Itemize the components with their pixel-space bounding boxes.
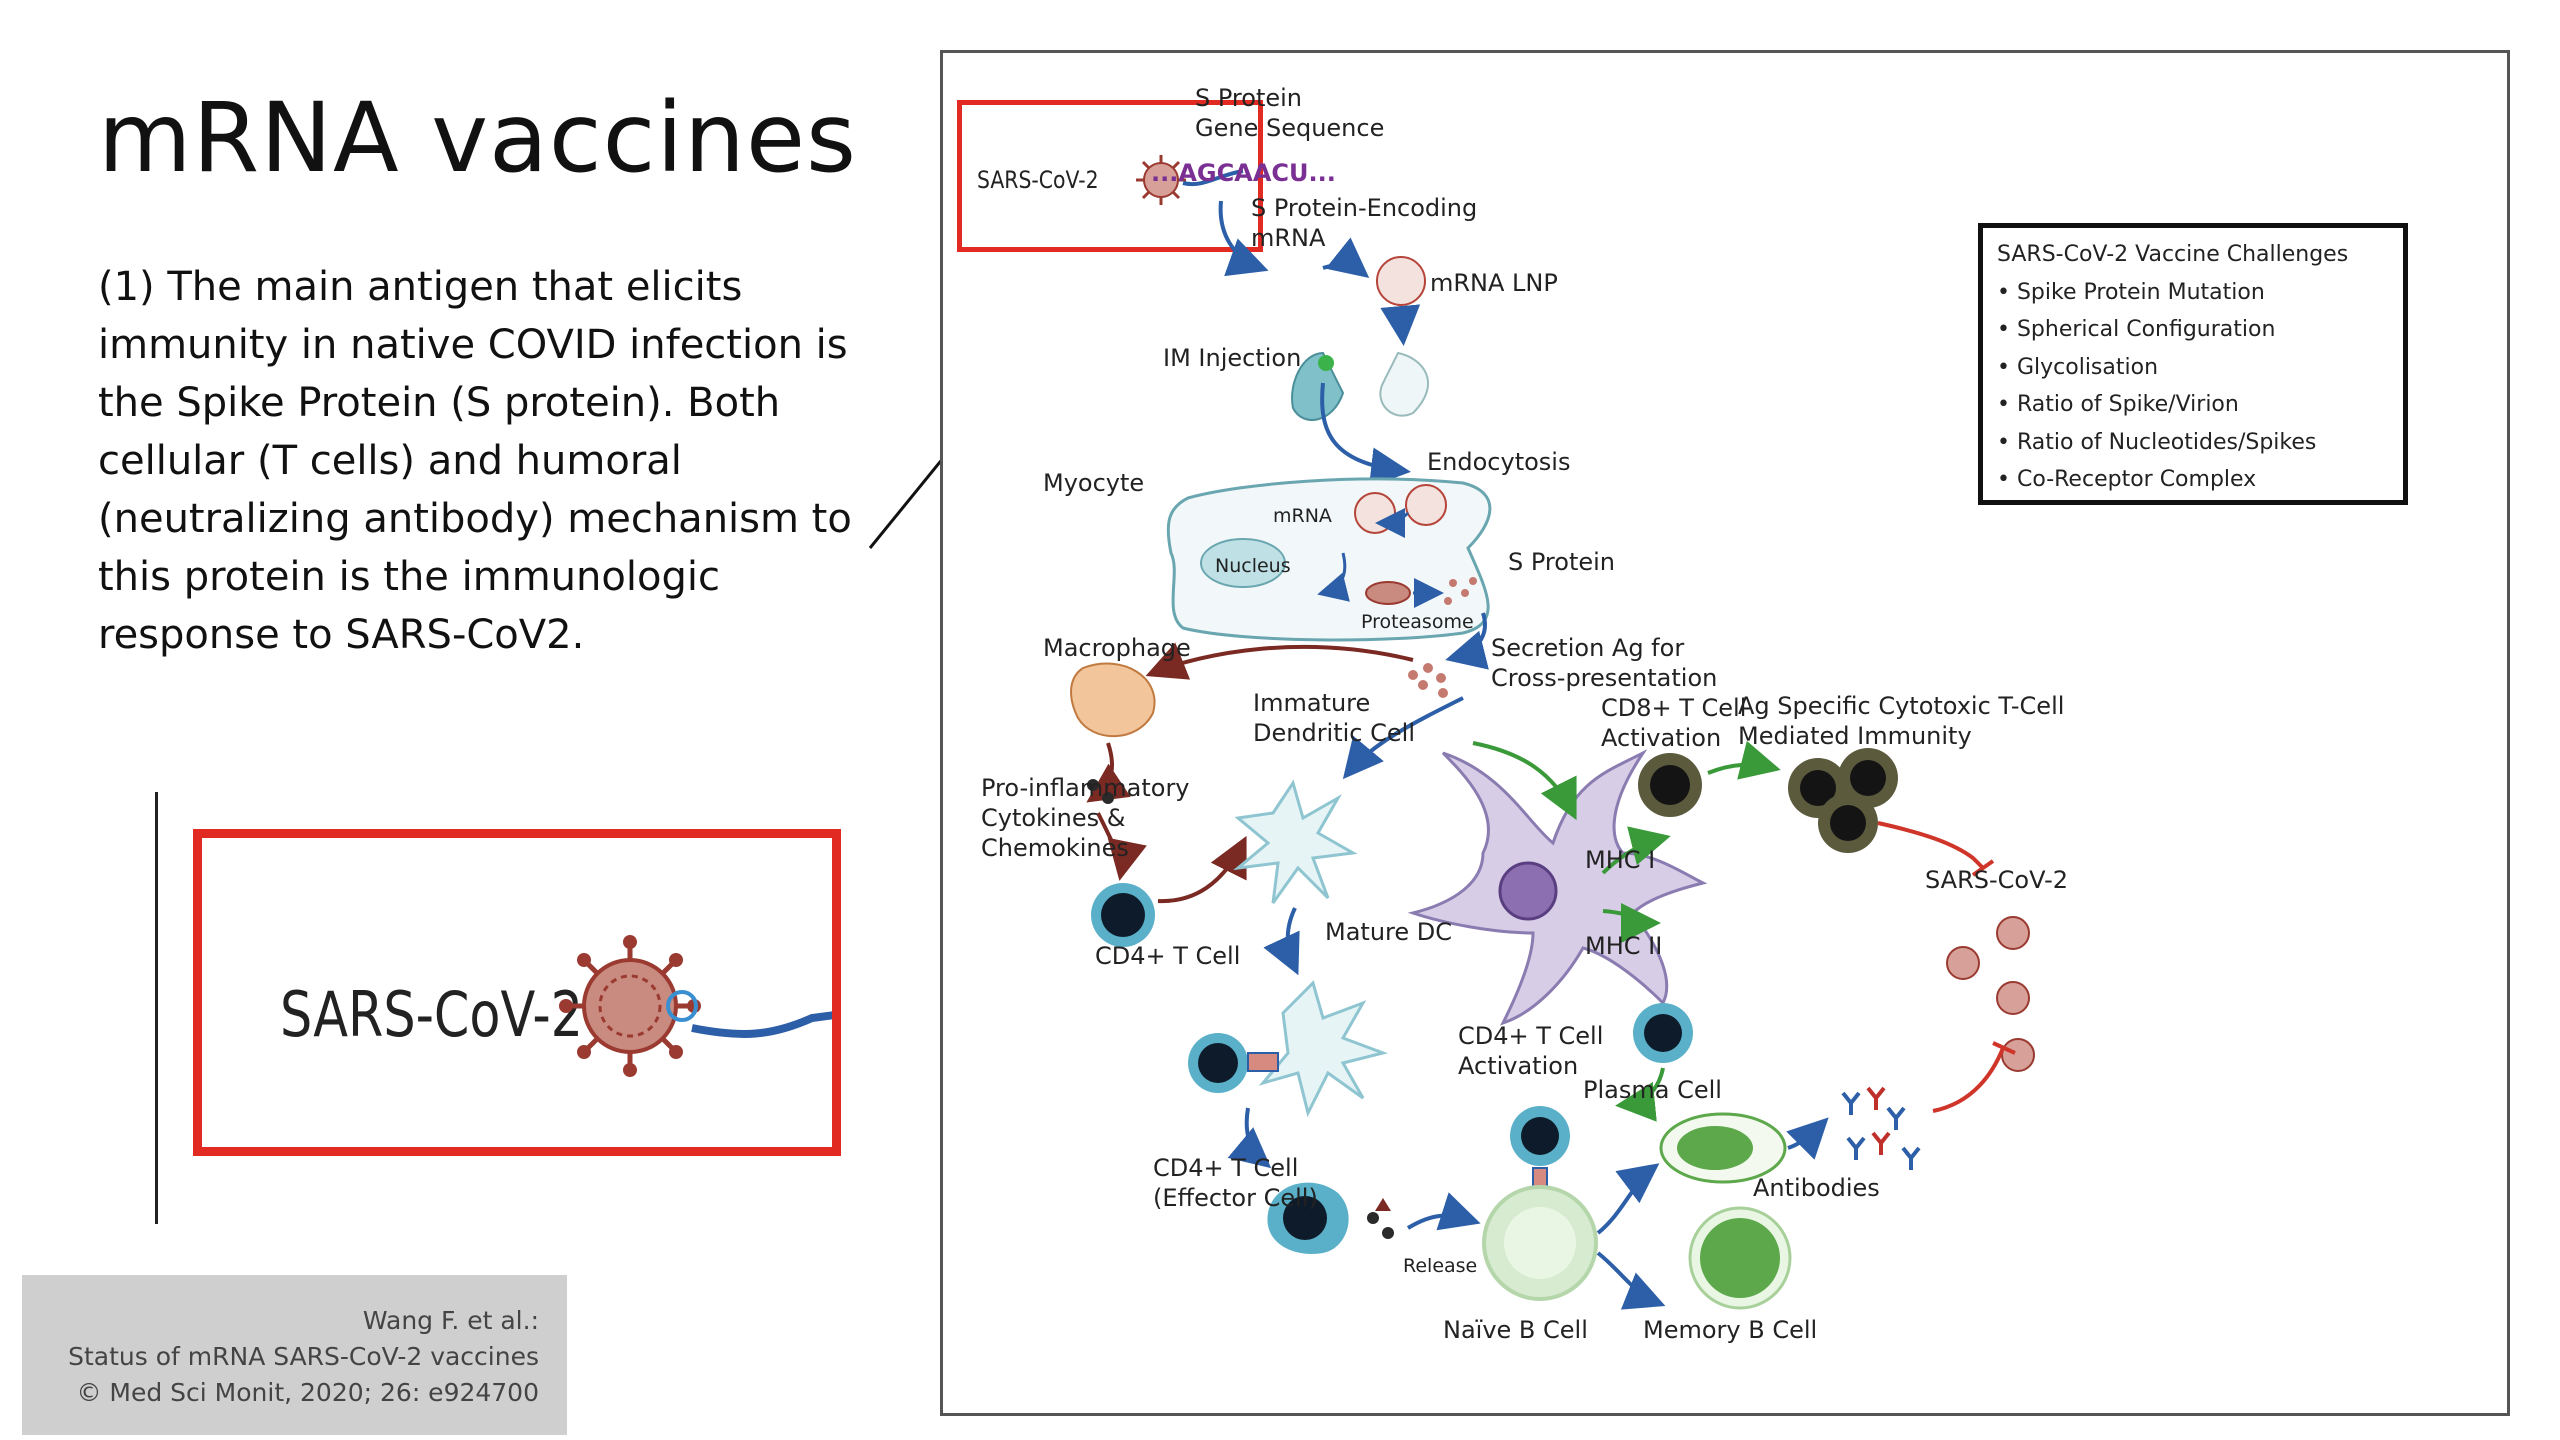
immature-dc-label-2: Dendritic Cell	[1253, 719, 1415, 747]
im-injection-label: IM Injection	[1163, 344, 1302, 372]
sars-label-right: SARS-CoV-2	[1925, 866, 2069, 894]
body-line: the Spike Protein (S protein). Both	[98, 380, 781, 426]
nucleus-label: Nucleus	[1215, 555, 1291, 577]
immature-dc-icon	[1233, 779, 1358, 904]
s-protein-gene-label-2: Gene Sequence	[1195, 114, 1385, 142]
antibodies-label: Antibodies	[1753, 1174, 1880, 1202]
challenge-item: • Ratio of Spike/Virion	[1997, 392, 2239, 417]
endocytosis-label: Endocytosis	[1427, 448, 1571, 476]
cd8-activation-label-1: CD8+ T Cell	[1601, 694, 1747, 722]
body-line: cellular (T cells) and humoral	[98, 438, 682, 484]
citation-box: Wang F. et al.: Status of mRNA SARS-CoV-…	[22, 1275, 567, 1435]
slide-title: mRNA vaccines	[98, 82, 858, 194]
nucleus-shape	[1200, 538, 1286, 588]
pro-inflammatory-label-2: Cytokines &	[981, 804, 1126, 832]
s-protein-mrna-label-2: mRNA	[1251, 224, 1326, 252]
mrna-vaccine-figure: SARS-CoV-2 S Protein Gene Sequence ...AG…	[940, 50, 2510, 1416]
cd4-t-cell-label: CD4+ T Cell	[1095, 942, 1241, 970]
pro-inflammatory-label-3: Chemokines	[981, 834, 1129, 862]
cd4-effector-label-1: CD4+ T Cell	[1153, 1154, 1299, 1182]
s-protein-gene-label-1: S Protein	[1195, 84, 1302, 112]
vaccine-challenges-box: SARS-CoV-2 Vaccine Challenges • Spike Pr…	[1978, 223, 2408, 505]
macrophage-cell	[1070, 662, 1156, 738]
myocyte-cell	[1166, 477, 1492, 642]
sars-cov2-virions	[1946, 916, 2035, 1072]
slide-body: (1) The main antigen that elicits immuni…	[98, 258, 878, 664]
naive-b-cell-icon	[1482, 1185, 1598, 1301]
mrna-small-label: mRNA	[1273, 505, 1332, 527]
body-line: (neutralizing antibody) mechanism to	[98, 496, 852, 542]
challenge-item: • Spherical Configuration	[1997, 317, 2276, 342]
body-line: (1) The main antigen that elicits	[98, 264, 743, 310]
proteasome-shape	[1365, 581, 1411, 605]
ag-specific-label-2: Mediated Immunity	[1738, 722, 1972, 750]
lnp-icon	[1376, 256, 1426, 306]
syringe-hand-icon	[1379, 351, 1429, 417]
highlight-box	[957, 100, 1263, 252]
cytotoxic-t-cells-icon	[1788, 748, 1898, 853]
s-protein-mrna-label-1: S Protein-Encoding	[1251, 194, 1478, 222]
s-protein-label: S Protein	[1508, 548, 1615, 576]
challenges-title: SARS-CoV-2 Vaccine Challenges	[1997, 242, 2349, 267]
body-line: this protein is the immunologic	[98, 554, 720, 600]
mature-dc-label: Mature DC	[1325, 918, 1453, 946]
challenge-item: • Co-Receptor Complex	[1997, 467, 2257, 492]
challenge-item: • Spike Protein Mutation	[1997, 279, 2265, 305]
pro-inflammatory-label-1: Pro-inflammatory	[981, 774, 1190, 802]
citation-line: Status of mRNA SARS-CoV-2 vaccines	[68, 1342, 539, 1371]
secretion-label-1: Secretion Ag for	[1491, 634, 1685, 662]
mhc1-label: MHC I	[1585, 846, 1656, 874]
mature-dc-icon	[1258, 980, 1389, 1118]
cd4-activation-label-1: CD4+ T Cell	[1458, 1022, 1604, 1050]
cd4-t-cell-icon	[1091, 883, 1155, 947]
plasma-cell-icon	[1659, 1112, 1787, 1184]
proteasome-label: Proteasome	[1361, 611, 1474, 633]
cd8-t-cell-icon	[1638, 753, 1702, 817]
plasma-cell-label: Plasma Cell	[1583, 1076, 1722, 1104]
antibodies-icon	[1841, 1091, 1921, 1170]
body-line: response to SARS-CoV2.	[98, 612, 585, 658]
challenge-item: • Glycolisation	[1997, 354, 2159, 380]
effector-cd4-icon	[1267, 1182, 1349, 1254]
challenge-item: • Ratio of Nucleotides/Spikes	[1997, 429, 2317, 455]
macrophage-label: Macrophage	[1043, 634, 1191, 662]
cd8-activation-label-2: Activation	[1601, 724, 1722, 752]
mhc2-label: MHC II	[1585, 932, 1663, 960]
naive-b-cell-label: Naïve B Cell	[1443, 1316, 1588, 1344]
myocyte-label: Myocyte	[1043, 469, 1145, 497]
memory-b-cell-label: Memory B Cell	[1643, 1316, 1818, 1344]
immature-dc-label-1: Immature	[1253, 689, 1371, 717]
zoomed-sars-cov2-box: SARS-CoV-2	[193, 829, 841, 1156]
zoom-virus-icon	[559, 935, 832, 1077]
release-label: Release	[1403, 1255, 1478, 1277]
zoom-divider	[155, 792, 158, 1224]
ag-specific-label-1: Ag Specific Cytotoxic T-Cell	[1738, 692, 2065, 720]
cd4-effector-label-2: (Effector Cell)	[1153, 1184, 1318, 1212]
virus-icon	[1136, 155, 1186, 205]
citation-line: © Med Sci Monit, 2020; 26: e924700	[76, 1378, 539, 1407]
citation-line: Wang F. et al.:	[362, 1306, 539, 1335]
mrna-sequence: ...AGCAACU...	[1151, 159, 1336, 187]
figure-graphics	[1070, 155, 2035, 1310]
body-line: immunity in native COVID infection is	[98, 322, 848, 368]
cd4-b-cell-contact	[1510, 1106, 1570, 1166]
mrna-lnp-label: mRNA LNP	[1430, 269, 1558, 297]
secretion-label-2: Cross-presentation	[1491, 664, 1718, 692]
cd4-activation-label-2: Activation	[1458, 1052, 1579, 1080]
cd4-activation-cell	[1633, 1003, 1693, 1063]
memory-b-cell-icon	[1688, 1206, 1792, 1310]
sars-label-top: SARS-CoV-2	[977, 166, 1099, 194]
zoom-sars-label: SARS-CoV-2	[280, 978, 584, 1051]
